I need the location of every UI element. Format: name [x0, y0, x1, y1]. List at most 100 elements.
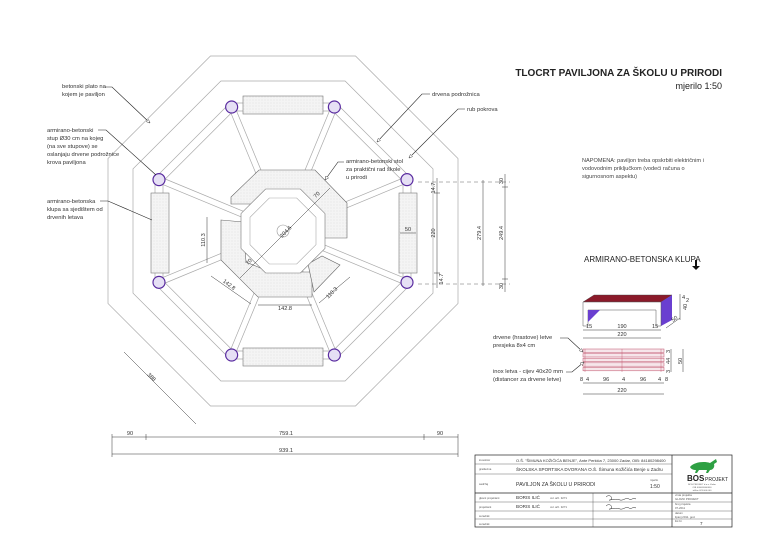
plato-outline [107, 55, 459, 407]
svg-text:(na sve stupove) se: (na sve stupove) se [47, 144, 98, 150]
svg-text:rub pokrova: rub pokrova [467, 107, 498, 113]
right-dimensions: 14.7 220 14.7 279.4 249.4 30 30 [418, 174, 510, 292]
svg-text:15: 15 [652, 324, 658, 330]
table-inner-octagon [249, 197, 317, 265]
svg-text:suradnik: suradnik [479, 514, 490, 518]
svg-text:15: 15 [586, 324, 592, 330]
svg-text:ovl. arh. 3271: ovl. arh. 3271 [550, 496, 567, 500]
bull-logo-icon [690, 459, 717, 473]
svg-text:(distancer za drvene letve): (distancer za drvene letve) [493, 377, 561, 383]
svg-text:stup Ø30 cm na kojeg: stup Ø30 cm na kojeg [47, 136, 103, 142]
drawing-scale: mjerilo 1:50 [675, 81, 722, 91]
svg-text:44: 44 [666, 358, 672, 364]
column [400, 173, 414, 187]
slat [582, 367, 665, 372]
pavilion-plan [107, 55, 459, 407]
svg-text:50: 50 [678, 358, 684, 364]
svg-text:220: 220 [617, 388, 626, 394]
svg-text:projektant: projektant [479, 505, 492, 509]
svg-text:1:50: 1:50 [650, 484, 660, 490]
svg-text:279.4: 279.4 [477, 226, 483, 240]
column [152, 173, 166, 187]
svg-text:drvenih letava: drvenih letava [47, 215, 84, 221]
svg-text:110.3: 110.3 [325, 286, 339, 300]
label-klupa: armirano-betonska klupa sa sjedištem od … [47, 199, 153, 221]
svg-text:30: 30 [499, 283, 505, 289]
svg-text:4: 4 [682, 295, 685, 301]
arrow-down-icon [692, 260, 700, 270]
svg-text:klupa sa sjedištem od: klupa sa sjedištem od [47, 207, 103, 213]
svg-text:armirano-betonski: armirano-betonski [47, 128, 93, 134]
svg-text:oslanjaju drvene podrožnice: oslanjaju drvene podrožnice [47, 152, 119, 158]
svg-text:datum: datum [675, 511, 683, 515]
svg-text:3: 3 [666, 350, 672, 353]
svg-text:glavni projektant: glavni projektant [479, 496, 500, 500]
note: NAPOMENA: paviljon treba opskrbiti elekt… [582, 158, 704, 180]
svg-text:sadržaj: sadržaj [479, 482, 488, 486]
svg-text:190: 190 [617, 324, 626, 330]
svg-text:14.7: 14.7 [439, 274, 445, 285]
label-pokrov: rub pokrova [409, 107, 498, 158]
svg-text:inox letva - cijev 40x20 mm: inox letva - cijev 40x20 mm [493, 369, 563, 375]
svg-text:14.7: 14.7 [431, 183, 437, 194]
slat [582, 353, 665, 358]
svg-text:ARMIRANO-BETONSKA KLUPA: ARMIRANO-BETONSKA KLUPA [584, 255, 701, 264]
svg-text:PAVILJON ZA ŠKOLU U PRIRODI: PAVILJON ZA ŠKOLU U PRIRODI [516, 481, 595, 488]
svg-text:40: 40 [683, 304, 689, 310]
svg-text:3: 3 [666, 370, 672, 373]
svg-text:krova paviljona: krova paviljona [47, 160, 86, 166]
svg-text:8: 8 [665, 377, 668, 383]
column [327, 100, 341, 114]
slat [582, 348, 665, 353]
title-block: investitor građevina sadržaj glavni proj… [474, 454, 733, 528]
svg-text:220: 220 [431, 228, 437, 237]
column [400, 275, 414, 289]
svg-text:lipanj 2011. god.: lipanj 2011. god. [675, 515, 696, 519]
svg-text:BORIS ILIĆ: BORIS ILIĆ [516, 503, 541, 509]
svg-text:4: 4 [658, 377, 661, 383]
svg-text:4: 4 [586, 377, 589, 383]
svg-text:30: 30 [499, 178, 505, 184]
bench [242, 95, 324, 115]
svg-text:4: 4 [622, 377, 625, 383]
svg-text:kojem je paviljon: kojem je paviljon [62, 92, 105, 98]
svg-text:NAPOMENA: paviljon treba opskr: NAPOMENA: paviljon treba opskrbiti elekt… [582, 158, 704, 164]
slat [582, 357, 665, 362]
label-stol: armirano-betonski stol za praktični rad … [325, 159, 403, 181]
svg-text:betonski plato na: betonski plato na [62, 84, 107, 90]
svg-text:90: 90 [437, 431, 443, 437]
label-plato: betonski plato na kojem je paviljon [62, 84, 150, 123]
svg-text:7: 7 [700, 521, 703, 526]
svg-text:sigurnosnom aspektu): sigurnosnom aspektu) [582, 174, 637, 180]
svg-text:110.3: 110.3 [201, 233, 207, 247]
label-stup: armirano-betonski stup Ø30 cm na kojeg (… [47, 128, 157, 176]
svg-text:mjerilo: mjerilo [650, 478, 659, 482]
column [327, 348, 341, 362]
svg-text:388: 388 [146, 372, 157, 383]
center-hub [276, 224, 290, 238]
svg-text:220: 220 [617, 332, 626, 338]
svg-text:BORIS ILIĆ: BORIS ILIĆ [516, 494, 541, 500]
svg-text:broj projekta: broj projekta [675, 502, 691, 506]
svg-text:investitor: investitor [479, 458, 490, 462]
svg-text:2: 2 [686, 298, 689, 304]
bench [150, 192, 170, 274]
svg-text:142.8: 142.8 [221, 279, 236, 292]
svg-text:50: 50 [671, 315, 680, 323]
svg-text:90: 90 [127, 431, 133, 437]
svg-text:armirano-betonski stol: armirano-betonski stol [346, 159, 403, 165]
svg-text:07-2011: 07-2011 [675, 506, 686, 510]
svg-text:u prirodi: u prirodi [346, 175, 367, 181]
svg-text:ovl. arh. 3271: ovl. arh. 3271 [550, 505, 567, 509]
svg-text:drvena podrožnica: drvena podrožnica [432, 92, 480, 98]
bench [242, 347, 324, 367]
svg-text:96: 96 [640, 377, 646, 383]
svg-text:PROJEKT: PROJEKT [705, 477, 728, 483]
svg-text:list br.: list br. [675, 519, 683, 523]
table-segment [307, 255, 341, 293]
svg-text:249.4: 249.4 [499, 226, 505, 240]
drawing-title: TLOCRT PAVILJONA ZA ŠKOLU U PRIRODI [515, 66, 722, 79]
svg-text:vrsta projekta: vrsta projekta [675, 493, 692, 497]
svg-text:drvene (hrastove) letve: drvene (hrastove) letve [493, 335, 552, 341]
